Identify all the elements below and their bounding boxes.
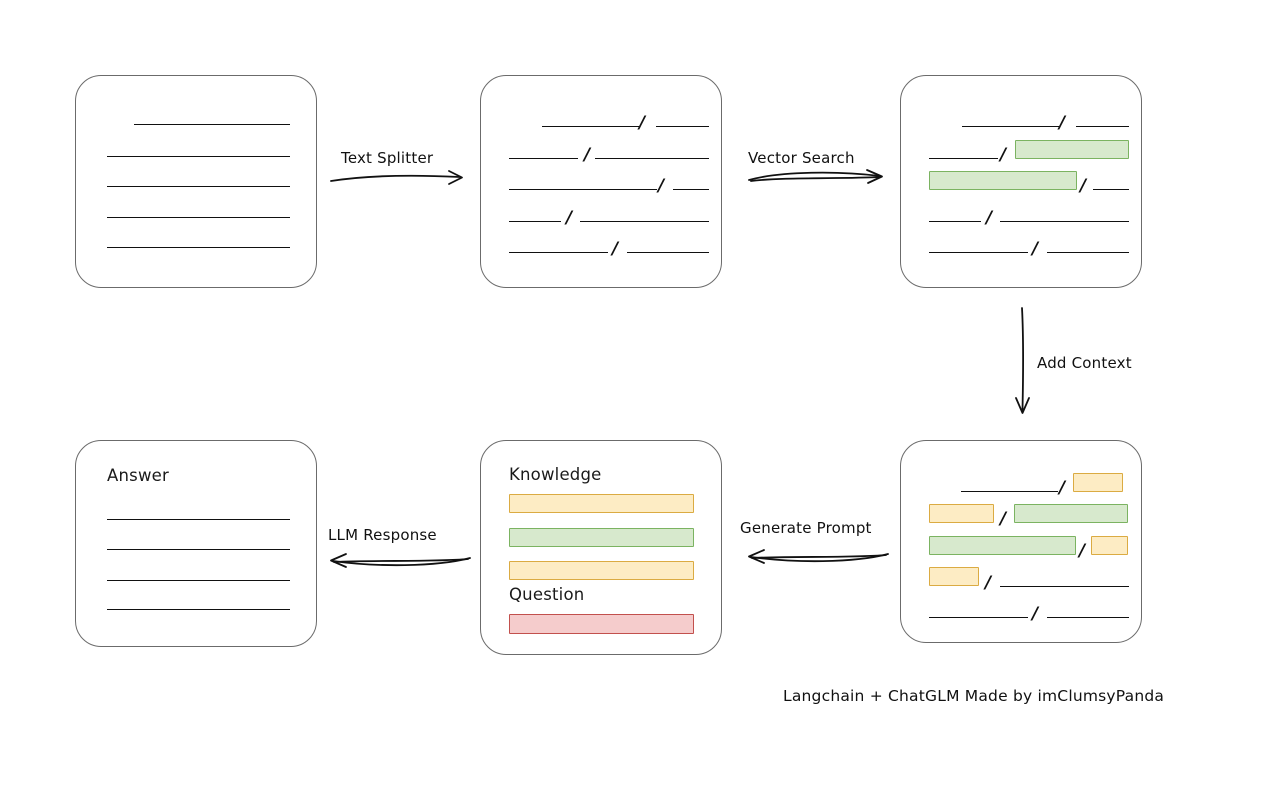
chunk-line	[595, 158, 709, 159]
answer-line	[107, 609, 290, 610]
chunk-line	[929, 221, 981, 222]
answer-title: Answer	[107, 466, 169, 485]
knowledge-title: Knowledge	[509, 465, 602, 484]
chunk-line	[509, 189, 657, 190]
edge-label-vector-search: Vector Search	[748, 149, 855, 167]
chunk-slash: /	[584, 145, 591, 165]
document-line	[107, 186, 290, 187]
knowledge-bar-yellow	[509, 494, 694, 513]
chunk-line	[673, 189, 709, 190]
document-line	[134, 124, 290, 125]
chunk-line	[1047, 617, 1129, 618]
chunk-line	[929, 617, 1028, 618]
edge-label-add-context: Add Context	[1037, 354, 1132, 372]
chunk-line	[962, 126, 1059, 127]
knowledge-bar-yellow	[509, 561, 694, 580]
knowledge-bar-green	[509, 528, 694, 547]
chunk-line	[929, 158, 998, 159]
context-chunk-yellow	[929, 567, 979, 586]
edge-label-llm-response: LLM Response	[328, 526, 437, 544]
chunk-line	[929, 252, 1028, 253]
chunk-line	[580, 221, 709, 222]
document-line	[107, 247, 290, 248]
arrow-add-context	[1015, 307, 1030, 414]
footer-credit: Langchain + ChatGLM Made by imClumsyPand…	[783, 687, 1165, 705]
chunk-slash: /	[985, 573, 992, 593]
question-bar-red	[509, 614, 694, 634]
chunk-line	[1000, 586, 1129, 587]
chunk-slash: /	[612, 239, 619, 259]
document-line	[107, 156, 290, 157]
answer-line	[107, 580, 290, 581]
chunk-slash: /	[1000, 145, 1007, 165]
chunk-line	[542, 126, 639, 127]
chunk-slash: /	[1032, 239, 1039, 259]
chunk-slash: /	[1079, 541, 1086, 561]
matched-chunk-highlight	[1015, 140, 1129, 159]
chunk-line	[656, 126, 709, 127]
question-title: Question	[509, 585, 585, 604]
context-chunks-box[interactable]: / / / / /	[900, 440, 1142, 643]
chunk-slash: /	[1000, 509, 1007, 529]
chunk-slash: /	[986, 208, 993, 228]
edge-label-text-splitter: Text Splitter	[341, 149, 434, 167]
chunk-slash: /	[1059, 478, 1066, 498]
arrow-llm-response	[330, 553, 471, 568]
chunk-slash: /	[1080, 176, 1087, 196]
document-line	[107, 217, 290, 218]
chunk-slash: /	[658, 176, 665, 196]
arrow-vector-search	[748, 169, 883, 184]
chunk-line	[1047, 252, 1129, 253]
chunk-line	[961, 491, 1058, 492]
matched-chunks-box[interactable]: / / / / /	[900, 75, 1142, 288]
context-chunk-yellow	[1091, 536, 1128, 555]
chunk-slash: /	[566, 208, 573, 228]
split-chunks-box[interactable]: / / / / /	[480, 75, 722, 288]
chunk-line	[1000, 221, 1129, 222]
chunk-line	[627, 252, 709, 253]
chunk-slash: /	[1032, 604, 1039, 624]
matched-chunk-highlight	[929, 171, 1077, 190]
chunk-slash: /	[1059, 113, 1066, 133]
context-chunk-yellow	[1073, 473, 1123, 492]
context-chunk-green	[1014, 504, 1128, 523]
context-chunk-green	[929, 536, 1076, 555]
source-document-box[interactable]	[75, 75, 317, 288]
chunk-line	[509, 158, 578, 159]
arrow-text-splitter	[330, 170, 463, 185]
chunk-line	[1093, 189, 1129, 190]
chunk-line	[509, 252, 608, 253]
answer-line	[107, 519, 290, 520]
arrow-generate-prompt	[748, 549, 889, 564]
chunk-line	[1076, 126, 1129, 127]
chunk-line	[509, 221, 561, 222]
prompt-box[interactable]: Knowledge Question	[480, 440, 722, 655]
edge-label-generate-prompt: Generate Prompt	[740, 519, 872, 537]
chunk-slash: /	[639, 113, 646, 133]
answer-line	[107, 549, 290, 550]
answer-box[interactable]: Answer	[75, 440, 317, 647]
context-chunk-yellow	[929, 504, 994, 523]
